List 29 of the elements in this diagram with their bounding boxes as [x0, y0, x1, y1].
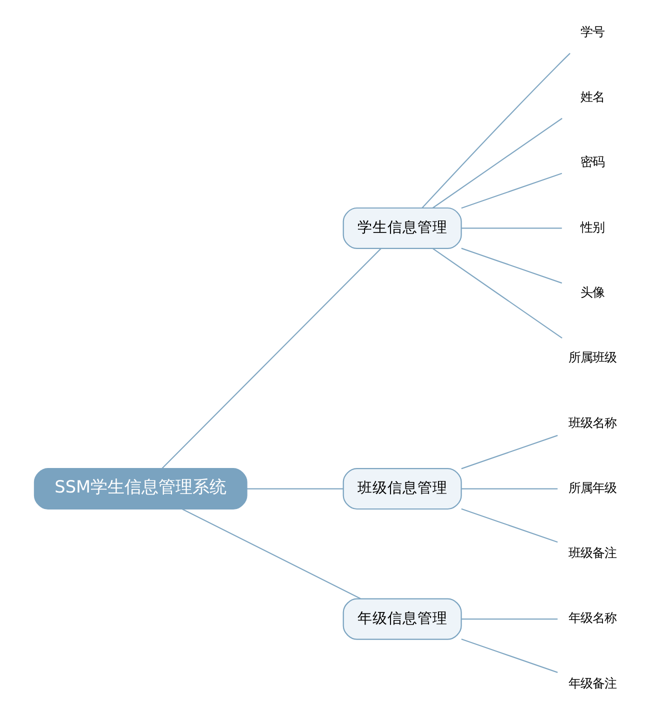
connector — [461, 434, 558, 470]
connector — [432, 248, 562, 339]
node-text: 性别 — [580, 220, 605, 234]
connector — [461, 488, 558, 490]
connector — [461, 508, 558, 543]
node-text: 姓名 — [580, 90, 605, 104]
connector — [461, 172, 562, 209]
node-text: 班级名称 — [568, 416, 617, 430]
node-text: 年级备注 — [568, 676, 617, 690]
connector — [461, 618, 558, 620]
node-text: 所属年级 — [568, 480, 617, 495]
node-box: 学生信息管理 — [342, 207, 462, 249]
connector — [162, 248, 382, 469]
connector — [461, 638, 558, 673]
node-box: SSM学生信息管理系统 — [34, 468, 248, 510]
connector — [432, 118, 562, 208]
connector — [461, 248, 562, 284]
node-text: 学号 — [580, 24, 605, 39]
connector — [182, 508, 361, 600]
node-text: 年级名称 — [568, 611, 617, 626]
node-box: 班级信息管理 — [342, 468, 462, 510]
node-text: 班级备注 — [568, 546, 617, 560]
node-box: 年级信息管理 — [342, 598, 462, 640]
connector — [461, 228, 562, 229]
node-text: 头像 — [580, 286, 605, 300]
node-text: 密码 — [580, 155, 605, 170]
connector — [246, 488, 344, 490]
node-text: 所属班级 — [568, 350, 617, 365]
connector — [422, 52, 570, 208]
